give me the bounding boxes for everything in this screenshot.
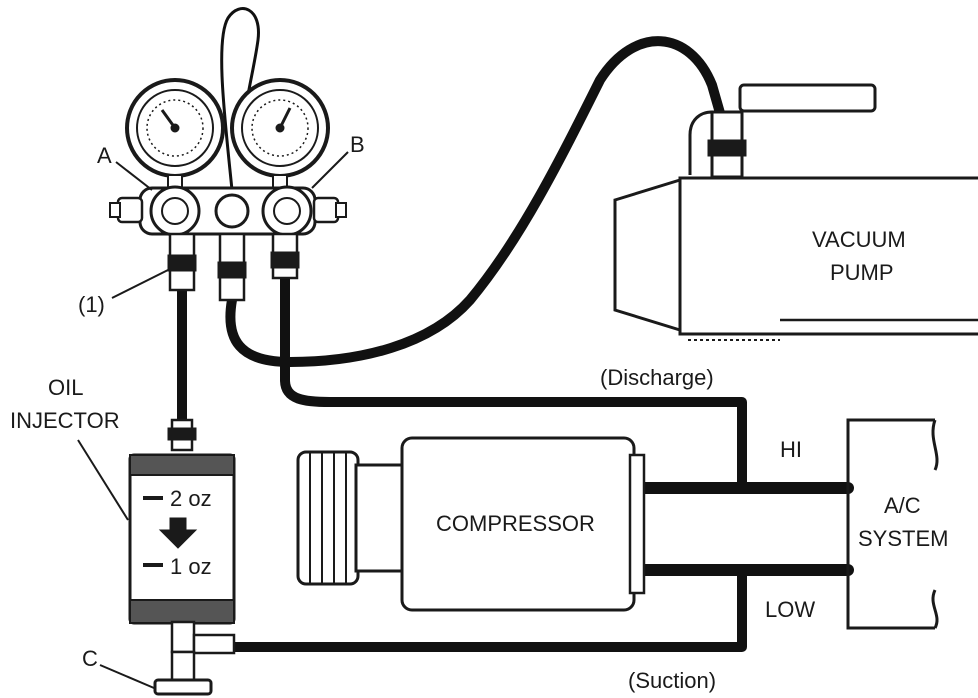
oil-injector [128,418,236,696]
valve-c-knob [153,678,213,696]
label-two-oz: 2 oz [170,486,212,511]
label-compressor: COMPRESSOR [436,511,595,536]
labels: A B (1) OIL INJECTOR 2 oz 1 oz C VACUUM … [10,132,948,693]
down-arrow-icon [158,517,198,549]
label-oil-line1: OIL [48,375,83,400]
manifold-top-hose [220,7,260,192]
label-oil-line2: INJECTOR [10,408,120,433]
label-vacuum-line1: VACUUM [812,227,906,252]
vacuum-pump-hose [225,36,727,367]
label-low: LOW [765,597,815,622]
pump-motor-cap [613,177,682,333]
compressor-pulley [296,450,360,586]
compressor [296,436,646,612]
label-one: (1) [78,292,105,317]
label-c: C [82,646,98,671]
pump-body [678,176,978,336]
label-discharge: (Discharge) [600,365,714,390]
leader-lines [77,151,349,689]
label-suction: (Suction) [628,668,716,693]
discharge-hose [280,270,747,493]
high-side-gauge [230,78,330,178]
vacuum-pump [613,83,978,341]
manifold-gauge-set [109,78,347,302]
label-hi: HI [780,437,802,462]
hoses [177,7,854,652]
ac-system [846,418,939,630]
label-ac-line1: A/C [884,493,921,518]
label-one-oz: 1 oz [170,554,212,579]
label-b: B [350,132,365,157]
suction-hose [227,565,747,652]
label-a: A [97,143,112,168]
low-side-gauge [125,78,225,178]
label-ac-line2: SYSTEM [858,526,948,551]
label-vacuum-line2: PUMP [830,260,894,285]
